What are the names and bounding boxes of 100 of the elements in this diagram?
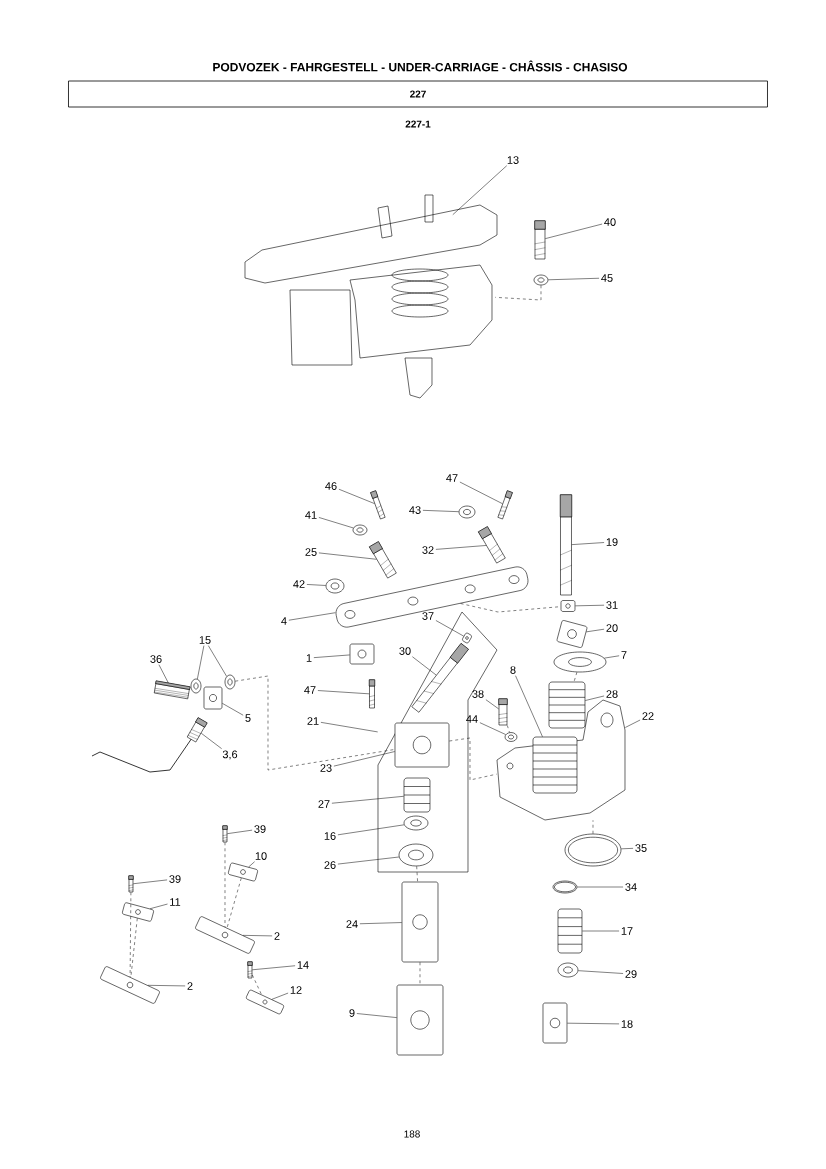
ring xyxy=(552,880,578,894)
callout-number: 2 xyxy=(187,982,193,990)
leader-line xyxy=(604,655,620,659)
callout-number: 8 xyxy=(510,666,516,674)
leader-line xyxy=(585,695,605,701)
block xyxy=(349,643,375,665)
callout-number: 10 xyxy=(255,852,267,860)
callout-number: 22 xyxy=(642,712,654,720)
leader-line xyxy=(133,879,168,884)
leader-line xyxy=(452,165,507,215)
leader-line xyxy=(620,848,634,850)
callout-number: 43 xyxy=(409,506,421,514)
bush xyxy=(557,962,579,978)
pipe-fitting xyxy=(186,717,208,743)
leader-line xyxy=(317,690,370,695)
block xyxy=(556,620,588,648)
assembly-line xyxy=(419,962,421,985)
leader-line xyxy=(158,664,169,684)
washer xyxy=(458,505,476,519)
callout-number: 27 xyxy=(318,800,330,808)
leader-line xyxy=(356,1013,397,1018)
nipple xyxy=(462,632,472,644)
leader-line xyxy=(479,722,506,735)
leader-line xyxy=(271,992,289,1000)
bolt xyxy=(498,698,508,726)
callout-number: 7 xyxy=(621,651,627,659)
callout-number: 28 xyxy=(606,690,618,698)
callout-number: 23 xyxy=(320,764,332,772)
leader-line xyxy=(201,733,222,749)
disc xyxy=(553,651,607,673)
cotter-pin xyxy=(368,679,376,709)
rubber-buffer xyxy=(548,681,586,729)
callout-number: 40 xyxy=(604,218,616,226)
leader-line xyxy=(625,719,641,728)
callout-number: 2 xyxy=(274,932,280,940)
callout-number: 45 xyxy=(601,274,613,282)
leader-line xyxy=(412,656,437,676)
leader-line xyxy=(422,510,459,512)
page-number: 188 xyxy=(404,1130,420,1138)
title: PODVOZEK - FAHRGESTELL - UNDER-CARRIAGE - CHÂSSIS - CHASISO xyxy=(213,60,628,72)
assembly-line xyxy=(573,672,578,682)
assembly-line xyxy=(460,603,561,613)
leader-line xyxy=(320,722,378,733)
group-number-box: 227 xyxy=(68,80,768,108)
callout-number: 46 xyxy=(325,482,337,490)
cup xyxy=(398,843,434,867)
callout-number: 3,6 xyxy=(222,750,238,760)
leader-line xyxy=(242,935,273,937)
cotter-pin xyxy=(497,490,513,520)
callout-number: 25 xyxy=(305,548,317,556)
washer xyxy=(325,578,345,594)
assembly-line xyxy=(416,866,418,882)
leader-line xyxy=(337,824,405,836)
leader-line xyxy=(435,620,464,637)
screw xyxy=(247,961,253,979)
callout-number: 35 xyxy=(635,844,647,852)
callout-number: 39 xyxy=(169,875,181,883)
spring xyxy=(532,736,578,794)
leader-line xyxy=(485,699,499,710)
assembly-line xyxy=(130,918,138,978)
callout-number: 19 xyxy=(606,538,618,546)
leader-line xyxy=(222,703,244,716)
spring xyxy=(557,908,583,954)
leader-line xyxy=(338,488,375,504)
callout-number: 32 xyxy=(422,546,434,554)
leader-line xyxy=(331,796,404,804)
callout-number: 38 xyxy=(472,690,484,698)
leader-line xyxy=(333,751,395,767)
leader-line xyxy=(545,223,603,239)
leader-line xyxy=(306,584,326,586)
callout-number: 17 xyxy=(621,927,633,935)
clamp xyxy=(228,862,258,882)
bush xyxy=(403,777,431,813)
callout-number: 18 xyxy=(621,1020,633,1028)
sealing-ring xyxy=(564,833,622,867)
screw xyxy=(128,875,134,893)
leader-line xyxy=(248,861,255,868)
callout-number: 44 xyxy=(466,715,478,723)
cotter-pin xyxy=(370,490,386,520)
callout-number: 14 xyxy=(297,961,309,969)
callout-number: 47 xyxy=(446,474,458,482)
leader-line xyxy=(147,985,186,987)
leader-line xyxy=(459,481,503,504)
callout-number: 26 xyxy=(324,861,336,869)
callout-number: 16 xyxy=(324,832,336,840)
callout-number: 39 xyxy=(254,825,266,833)
callout-number: 20 xyxy=(606,624,618,632)
leader-line xyxy=(337,856,400,865)
leader-line xyxy=(318,552,377,560)
leader-line xyxy=(208,645,227,677)
leader-line xyxy=(252,965,296,971)
bolt xyxy=(534,220,546,260)
leader-line xyxy=(288,612,336,621)
assembly-line xyxy=(129,892,132,978)
lever-drawing xyxy=(344,575,520,619)
frame-outline xyxy=(377,611,498,873)
cross-body xyxy=(394,722,450,768)
callout-number: 34 xyxy=(625,883,637,891)
callout-number: 13 xyxy=(507,156,519,164)
base-plate xyxy=(195,916,255,954)
